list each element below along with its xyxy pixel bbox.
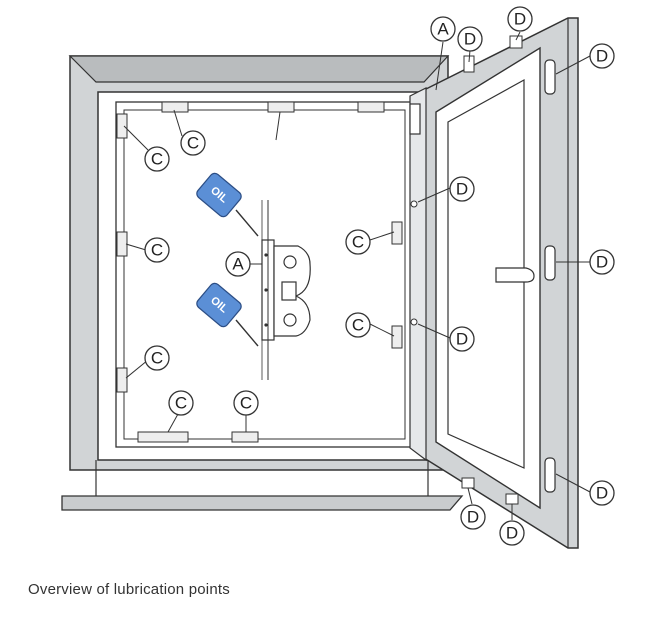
- svg-text:C: C: [151, 349, 163, 368]
- svg-text:C: C: [151, 150, 163, 169]
- callout-c-4: C: [144, 345, 170, 371]
- svg-text:D: D: [456, 180, 468, 199]
- window-sash: [409, 17, 579, 549]
- svg-text:C: C: [240, 394, 252, 413]
- callout-c-1: C: [144, 146, 170, 172]
- svg-text:C: C: [352, 316, 364, 335]
- svg-text:C: C: [187, 134, 199, 153]
- svg-text:D: D: [596, 47, 608, 66]
- oil-can-top: OIL: [196, 172, 259, 237]
- callout-d-bottom-1: D: [460, 504, 486, 530]
- window-frame: [61, 55, 464, 511]
- callout-d-right-bottom: D: [589, 480, 615, 506]
- callout-d-mid-2: D: [449, 326, 475, 352]
- callout-c-2: C: [180, 130, 206, 156]
- svg-text:D: D: [464, 30, 476, 49]
- svg-text:C: C: [352, 233, 364, 252]
- svg-text:D: D: [596, 484, 608, 503]
- callout-c-8: C: [345, 312, 371, 338]
- leader-lines: [123, 31, 591, 520]
- callout-c-5: C: [168, 390, 194, 416]
- callout-c-6: C: [233, 390, 259, 416]
- callouts: A D D D D D D D D D C C C C C C C C A: [144, 6, 615, 546]
- svg-text:C: C: [175, 394, 187, 413]
- callout-d-top-2: D: [507, 6, 533, 32]
- svg-text:A: A: [232, 255, 244, 274]
- callout-a-center: A: [225, 251, 251, 277]
- callout-d-right-top: D: [589, 43, 615, 69]
- svg-text:D: D: [456, 330, 468, 349]
- callout-a-top: A: [430, 16, 456, 42]
- svg-text:D: D: [506, 524, 518, 543]
- lubrication-diagram: OIL OIL A D D D D D D D: [61, 6, 615, 549]
- callout-d-bottom-2: D: [499, 520, 525, 546]
- svg-text:A: A: [437, 20, 449, 39]
- callout-d-right-mid: D: [589, 249, 615, 275]
- callout-c-3: C: [144, 237, 170, 263]
- svg-text:D: D: [514, 10, 526, 29]
- oil-can-bottom: OIL: [196, 282, 259, 347]
- svg-text:D: D: [467, 508, 479, 527]
- figure-caption: Overview of lubrication points: [28, 581, 230, 598]
- callout-d-top-1: D: [457, 26, 483, 52]
- svg-text:C: C: [151, 241, 163, 260]
- callout-c-7: C: [345, 229, 371, 255]
- callout-d-mid-1: D: [449, 176, 475, 202]
- svg-text:D: D: [596, 253, 608, 272]
